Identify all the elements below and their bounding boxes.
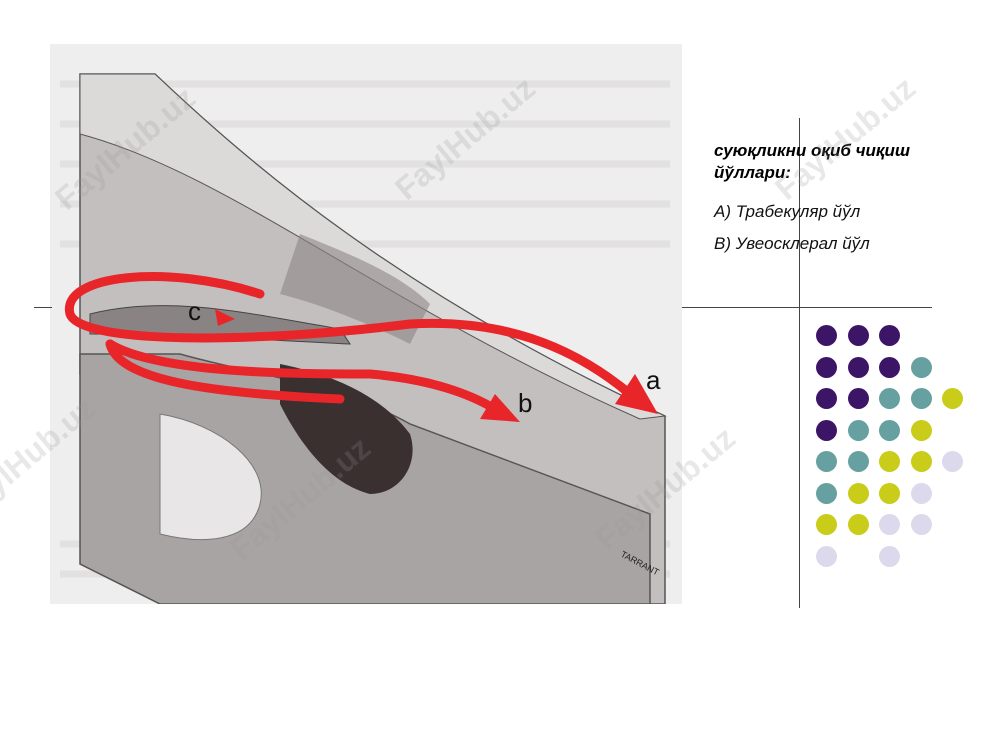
decorative-dot — [847, 325, 869, 346]
decorative-dot — [910, 451, 932, 472]
decorative-dot — [879, 356, 900, 378]
decorative-dot — [910, 514, 932, 535]
decorative-dot — [816, 482, 837, 504]
arrow-a — [65, 272, 635, 399]
lens-region — [159, 413, 262, 541]
decorative-dot — [910, 419, 932, 441]
decorative-dot — [910, 482, 932, 504]
decorative-dot — [816, 419, 837, 441]
decorative-dot — [816, 514, 837, 535]
decorative-dot — [879, 388, 900, 409]
divider-line-vertical — [799, 118, 800, 608]
arrow-label-a: a — [646, 365, 661, 395]
decorative-dot — [847, 356, 869, 378]
outflow-arrows — [65, 272, 635, 414]
decorative-dot — [816, 356, 837, 378]
decorative-dot — [847, 514, 869, 535]
divider-line-right — [682, 307, 932, 308]
arrow-b-head — [480, 394, 520, 422]
decorative-dot — [910, 356, 932, 378]
decorative-dot — [879, 545, 900, 567]
aqueous-outflow-illustration: a b c TARRANT — [50, 44, 682, 604]
decorative-dot — [847, 482, 869, 504]
decorative-dot — [816, 451, 837, 472]
arrow-c-head — [215, 309, 235, 326]
arrow-c — [105, 339, 345, 404]
outflow-path-a: А) Трабекуляр йўл — [714, 202, 861, 221]
trabecular-meshwork — [280, 234, 430, 344]
decorative-dot — [879, 514, 900, 535]
decorative-dot — [847, 451, 869, 472]
decorative-dot — [816, 325, 837, 346]
decorative-dot — [816, 545, 837, 567]
slide-title: суюқликни оқиб чиқиш йўллари: — [714, 141, 910, 182]
decorative-dot — [942, 388, 963, 409]
decorative-dot — [879, 419, 900, 441]
decorative-dot — [847, 388, 869, 409]
decorative-dot — [879, 482, 900, 504]
decorative-dot — [879, 325, 900, 346]
sclera-top-face — [79, 73, 667, 420]
arrow-label-c: c — [188, 296, 201, 326]
divider-line-left — [34, 307, 52, 308]
arrow-label-b: b — [518, 388, 532, 418]
arrow-a-head — [615, 374, 658, 414]
decorative-dot — [942, 451, 963, 472]
arrow-b — [105, 339, 500, 414]
decorative-dot — [910, 388, 932, 409]
watermark: FaylHub.uz — [768, 69, 922, 207]
decorative-dot — [816, 388, 837, 409]
outflow-path-b: В) Увеосклерал йўл — [714, 234, 870, 253]
decorative-dot — [879, 451, 900, 472]
decorative-dot-grid — [816, 325, 976, 575]
decorative-dot — [847, 419, 869, 441]
